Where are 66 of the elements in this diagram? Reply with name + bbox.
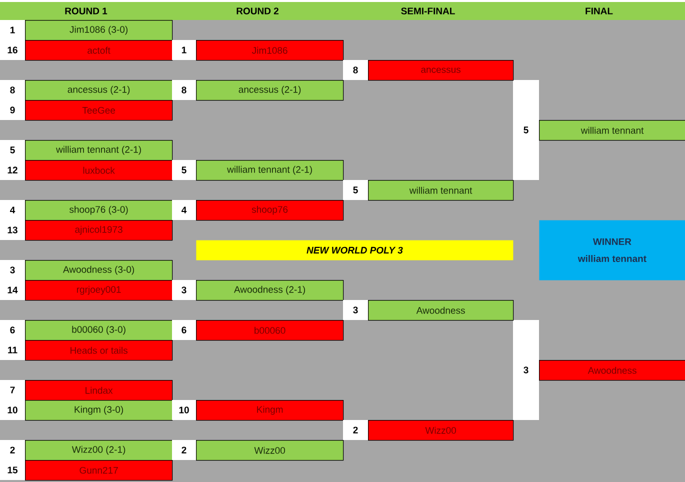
player-cell: Jim1086 (3-0) xyxy=(25,20,173,41)
column-header: ROUND 2 xyxy=(236,8,278,14)
seed-number: 4 xyxy=(172,200,196,220)
player-cell: Awoodness (2-1) xyxy=(196,280,344,301)
player-cell: rgrjoey001 xyxy=(25,280,173,301)
seed-number: 1 xyxy=(0,20,25,40)
player-cell: Wizz00 xyxy=(368,420,514,441)
player-cell: Kingm xyxy=(196,400,344,421)
player-cell: william tennant (2-1) xyxy=(25,140,173,161)
player-cell: Lindax xyxy=(25,380,173,401)
player-cell: ancessus (2-1) xyxy=(196,80,344,101)
seed-number: 8 xyxy=(343,60,368,80)
player-cell: Wizz00 xyxy=(196,440,344,461)
player-cell: Kingm (3-0) xyxy=(25,400,173,421)
column-header: FINAL xyxy=(586,8,613,14)
seed-number: 2 xyxy=(0,440,25,460)
player-cell: ancessus xyxy=(368,60,514,81)
winner-box: WINNER william tennant xyxy=(539,220,685,280)
player-cell: Gunn217 xyxy=(25,460,173,481)
column-header: SEMI-FINAL xyxy=(401,8,455,14)
player-cell: b00060 (3-0) xyxy=(25,320,173,341)
seed-number: 13 xyxy=(0,220,25,240)
player-cell: Awoodness (3-0) xyxy=(25,260,173,281)
seed-number: 2 xyxy=(172,440,196,460)
player-cell: shoop76 (3-0) xyxy=(25,200,173,221)
seed-number: 16 xyxy=(0,40,25,60)
seed-number: 10 xyxy=(0,400,25,420)
player-cell: Wizz00 (2-1) xyxy=(25,440,173,461)
seed-number: 3 xyxy=(0,260,25,280)
seed-number: 3 xyxy=(524,366,528,374)
player-cell: Awoodness xyxy=(539,360,685,381)
seed-number: 3 xyxy=(172,280,196,300)
player-cell: ajnicol1973 xyxy=(25,220,173,241)
seed-number: 5 xyxy=(343,180,368,200)
seed-number: 3 xyxy=(343,300,368,320)
column-header: ROUND 1 xyxy=(65,8,108,14)
player-cell: Awoodness xyxy=(368,300,514,321)
player-cell: actoft xyxy=(25,40,173,61)
player-cell: william tennant xyxy=(368,180,514,201)
title-banner: NEW WORLD POLY 3 xyxy=(196,240,514,260)
player-cell: b00060 xyxy=(196,320,344,341)
seed-number: 2 xyxy=(343,420,368,440)
seed-number: 1 xyxy=(172,40,196,60)
seed-number: 5 xyxy=(524,126,528,134)
seed-number: 11 xyxy=(0,340,25,360)
player-cell: william tennant (2-1) xyxy=(196,160,344,181)
seed-number: 5 xyxy=(172,160,196,180)
seed-number: 12 xyxy=(0,160,25,180)
player-cell: Heads or tails xyxy=(25,340,173,361)
seed-number: 6 xyxy=(172,320,196,340)
seed-number: 8 xyxy=(0,80,25,100)
player-cell: TeeGee xyxy=(25,100,173,121)
seed-number: 15 xyxy=(0,460,25,480)
seed-number: 8 xyxy=(172,80,196,100)
player-cell: ancessus (2-1) xyxy=(25,80,173,101)
seed-number: 14 xyxy=(0,280,25,300)
seed-number: 5 xyxy=(0,140,25,160)
player-cell: william tennant xyxy=(539,120,685,141)
player-cell: shoop76 xyxy=(196,200,344,221)
seed-number: 6 xyxy=(0,320,25,340)
seed-number: 4 xyxy=(0,200,25,220)
seed-number: 9 xyxy=(0,100,25,120)
player-cell: Jim1086 xyxy=(196,40,344,61)
player-cell: luxbock xyxy=(25,160,173,181)
seed-number: 7 xyxy=(0,380,25,400)
seed-number: 10 xyxy=(172,400,196,420)
